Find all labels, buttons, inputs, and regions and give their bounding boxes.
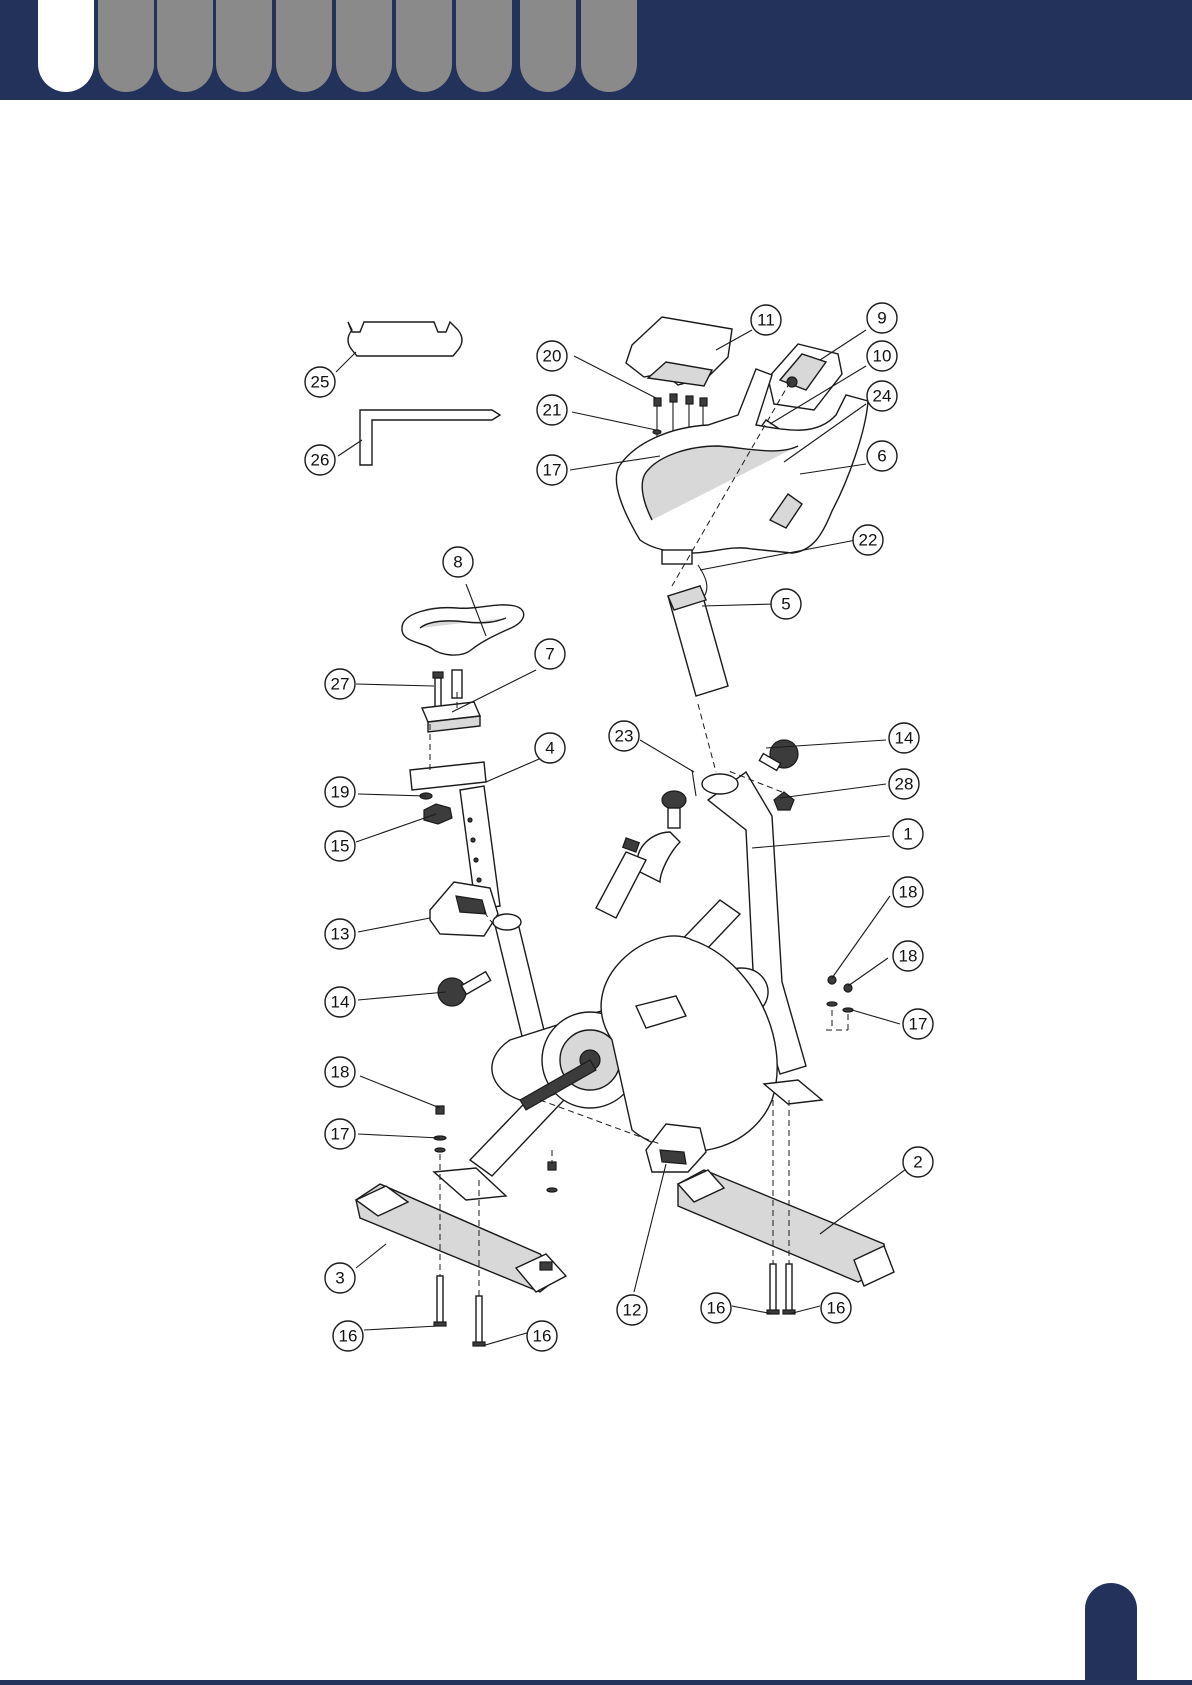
callout-number: 16 [707,1299,726,1318]
callout-number: 1 [903,825,912,844]
bottle-drawing [596,838,646,918]
callout-10: 10 [867,341,897,371]
callout-27: 27 [325,669,355,699]
callout-15: 15 [325,831,355,861]
rear-nuts-drawing [827,976,853,1012]
callout-number: 28 [895,775,914,794]
callout-number: 17 [543,461,562,480]
callout-number: 19 [331,783,350,802]
callout-number: 11 [757,311,775,330]
footer-rule [0,1680,1192,1685]
seat-slider-drawing [422,702,480,732]
wrench-drawing [348,322,462,356]
callout-19: 19 [325,777,355,807]
callout-number: 25 [311,373,330,392]
pedal-left-drawing [430,882,498,936]
callout-number: 18 [899,947,918,966]
main-frame-drawing [470,772,806,1176]
callout-number: 18 [899,883,918,902]
handlebar-post-drawing [668,586,728,696]
callout-number: 16 [339,1327,358,1346]
callout-17-handlebar: 17 [537,455,567,485]
callout-number: 24 [873,387,892,406]
callout-28: 28 [889,769,919,799]
bolts-drawing [434,1264,795,1346]
tension-knob-drawing [662,791,686,828]
tension-screw-drawing [692,770,696,796]
callout-number: 13 [331,925,350,944]
callout-7: 7 [535,639,565,669]
callout-number: 20 [543,347,562,366]
callout-16-front-left: 16 [333,1321,363,1351]
callout-number: 23 [615,727,634,746]
callout-number: 26 [311,451,330,470]
callout-8: 8 [443,547,473,577]
knob-upper-drawing [759,740,798,770]
callout-number: 7 [545,645,554,664]
callout-number: 4 [545,739,554,758]
callout-number: 14 [331,993,350,1012]
seat-drawing [402,605,524,698]
callout-number: 6 [877,447,886,466]
callout-number: 2 [913,1153,922,1172]
callout-1: 1 [893,819,923,849]
knob-lower-drawing [438,972,491,1006]
callout-22: 22 [853,525,883,555]
callout-26: 26 [305,445,335,475]
callout-number: 18 [331,1063,350,1082]
callout-6: 6 [867,441,897,471]
callout-14-lower: 14 [325,987,355,1017]
callout-3: 3 [325,1263,355,1293]
callout-number: 12 [623,1301,642,1320]
callout-24: 24 [867,381,897,411]
callout-number: 16 [533,1327,552,1346]
plug-drawing [774,792,794,810]
handlebar-cover-drawing [626,317,732,386]
callout-number: 22 [859,531,878,550]
callout-17-rear: 17 [903,1009,933,1039]
callout-18-front: 18 [325,1057,355,1087]
callout-16-front-right: 16 [527,1321,557,1351]
callout-9: 9 [867,303,897,333]
callout-number: 27 [331,675,350,694]
callout-12: 12 [617,1295,647,1325]
callout-number: 16 [827,1299,846,1318]
callout-2: 2 [903,1147,933,1177]
callout-4: 4 [535,733,565,763]
callout-20: 20 [537,341,567,371]
callout-number: 21 [543,401,562,420]
callout-number: 8 [453,553,462,572]
seat-knob-drawing [424,804,452,824]
callout-number: 3 [335,1269,344,1288]
callout-18-rear-lower: 18 [893,941,923,971]
page-number-tab [1085,1583,1137,1685]
callout-25: 25 [305,367,335,397]
allen-key-drawing [360,410,500,465]
front-stabilizer-drawing [356,1184,566,1292]
callout-21: 21 [537,395,567,425]
callout-5: 5 [771,589,801,619]
callout-number: 5 [781,595,790,614]
callout-14-upper: 14 [889,723,919,753]
callout-18-rear-upper: 18 [893,877,923,907]
callout-23: 23 [609,721,639,751]
callout-number: 14 [895,729,914,748]
callout-number: 17 [331,1125,350,1144]
callout-16-rear-right: 16 [821,1293,851,1323]
callout-number: 10 [873,347,892,366]
seat-bolt-drawing [433,672,443,710]
callout-11: 11 [751,305,781,335]
callout-number: 15 [331,837,350,856]
callout-13: 13 [325,919,355,949]
callout-16-rear-left: 16 [701,1293,731,1323]
callout-number: 9 [877,309,886,328]
callout-17-front: 17 [325,1119,355,1149]
callout-number: 17 [909,1015,928,1034]
